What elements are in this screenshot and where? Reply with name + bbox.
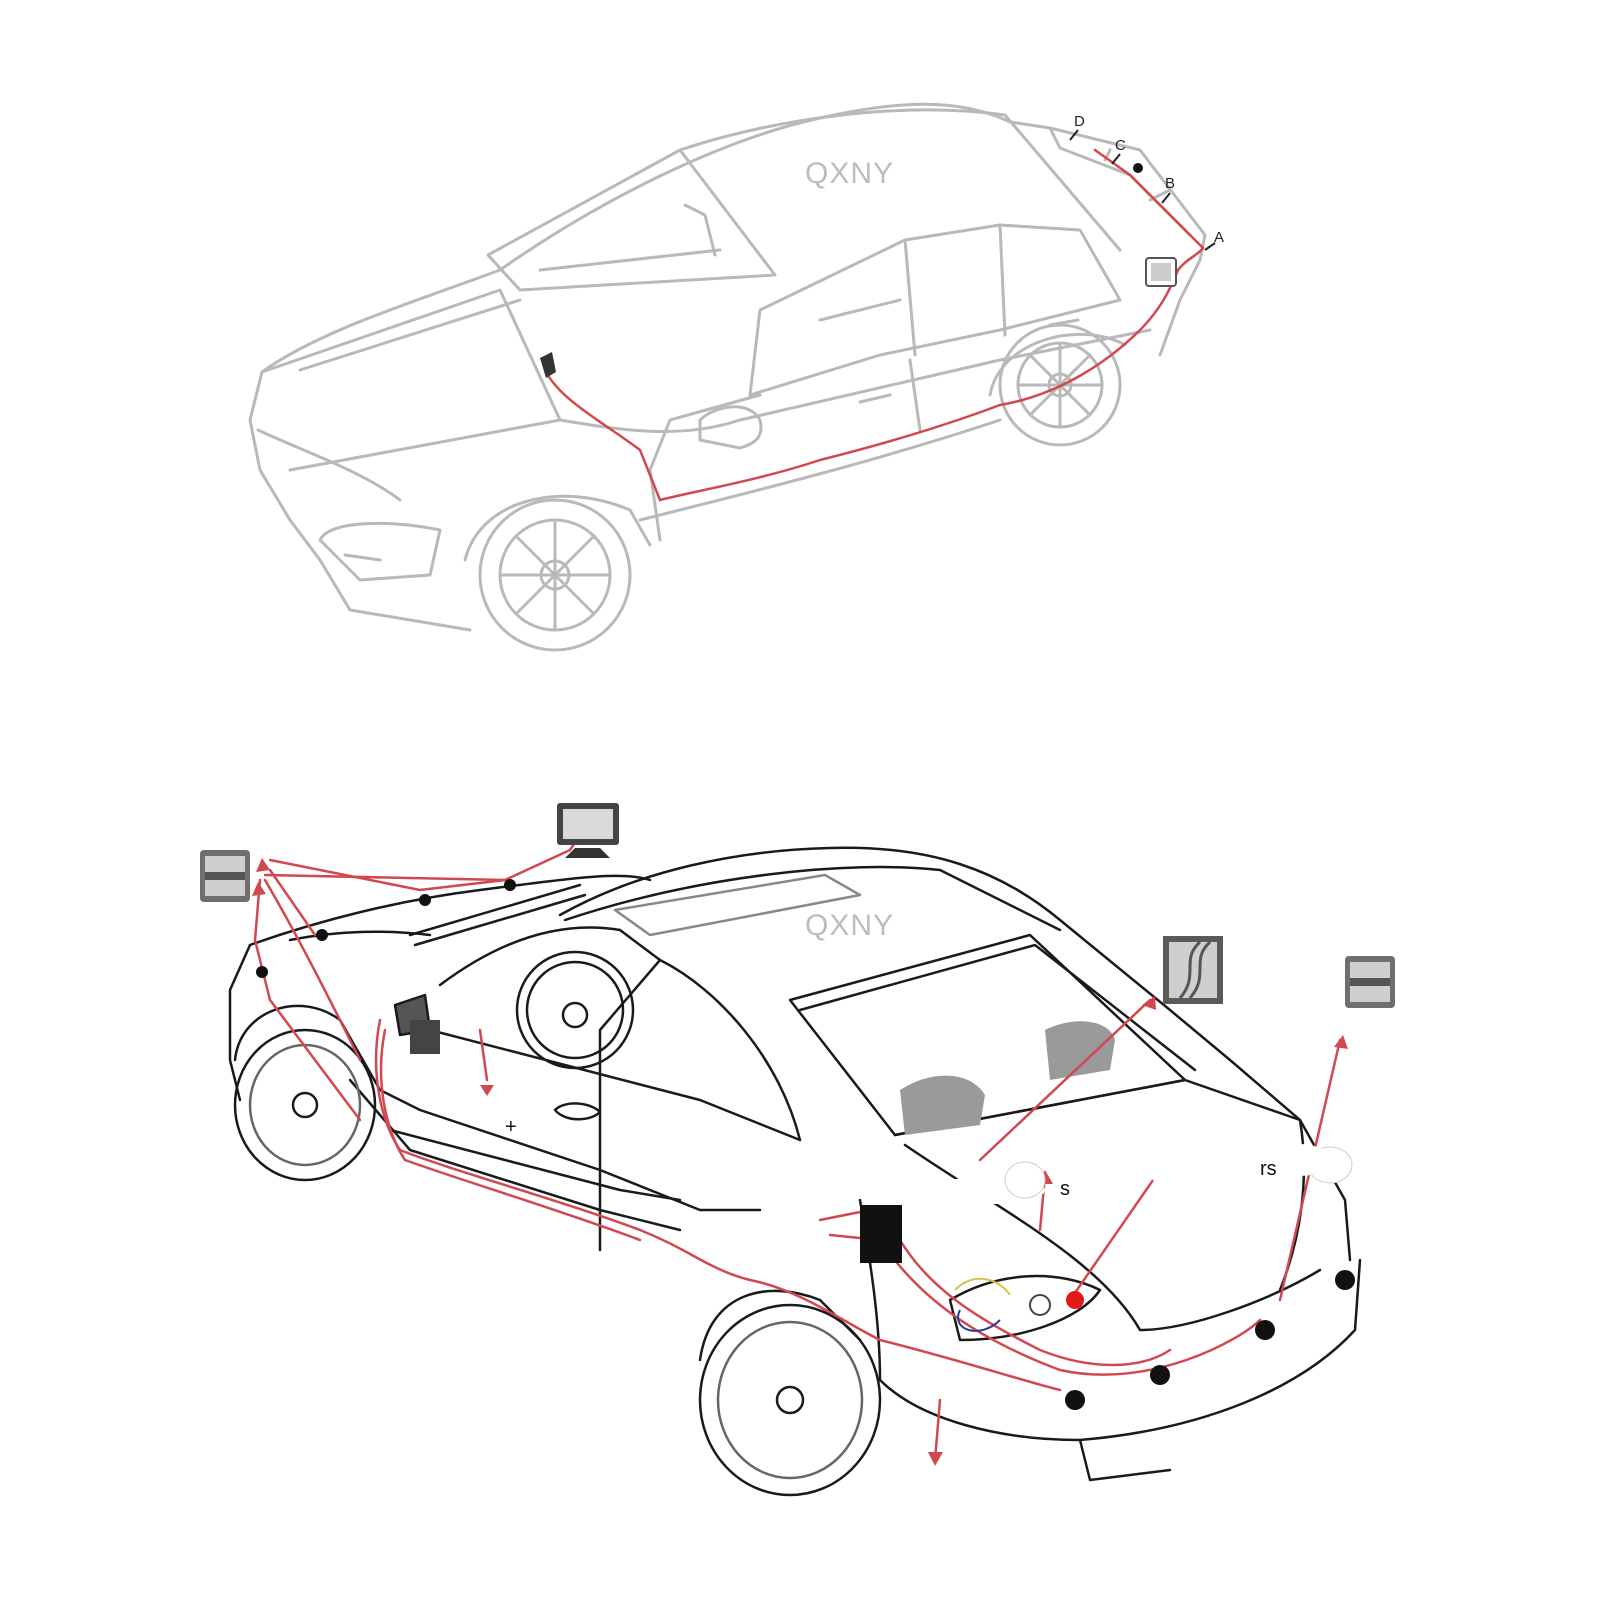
- sensor-markers: [256, 879, 1355, 1410]
- sensor-dot: [1133, 163, 1143, 173]
- connector-icon: [1345, 956, 1395, 1008]
- fragment-rs: rs: [1260, 1158, 1277, 1180]
- monitor-icon: [557, 803, 619, 858]
- watermark-top: QXNY: [805, 157, 894, 190]
- rear-bracket-icon: [860, 1205, 902, 1263]
- sensor-label-b: B: [1165, 175, 1175, 192]
- wiring-arrows: [252, 830, 1348, 1466]
- sensor-label-c: C: [1115, 137, 1126, 154]
- bottom-wiring: [253, 833, 1342, 1462]
- sensor-label-a: A: [1214, 229, 1224, 246]
- control-box-icon: [1145, 257, 1177, 287]
- sensor-label-d: D: [1074, 113, 1085, 130]
- brake-light-bulb: [1066, 1291, 1084, 1309]
- top-sensors: D C B A: [1069, 113, 1224, 251]
- blue-wire: [957, 1309, 1001, 1332]
- camera-module-icon: [410, 1020, 440, 1054]
- fragment-s: s: [1060, 1178, 1070, 1200]
- covered-labels: [935, 1144, 1353, 1204]
- fragment-plus: +: [505, 1116, 517, 1138]
- bulb-socket: [1029, 1294, 1051, 1316]
- yellow-wire: [954, 1277, 1011, 1296]
- sensor-bracket-icon: [1163, 936, 1223, 1004]
- top-car-outline: [248, 102, 1207, 652]
- control-box-icon: [200, 850, 250, 902]
- display-icon: [540, 352, 556, 378]
- bottom-car-outline: [228, 846, 1362, 1497]
- watermark-bottom: QXNY: [805, 909, 894, 942]
